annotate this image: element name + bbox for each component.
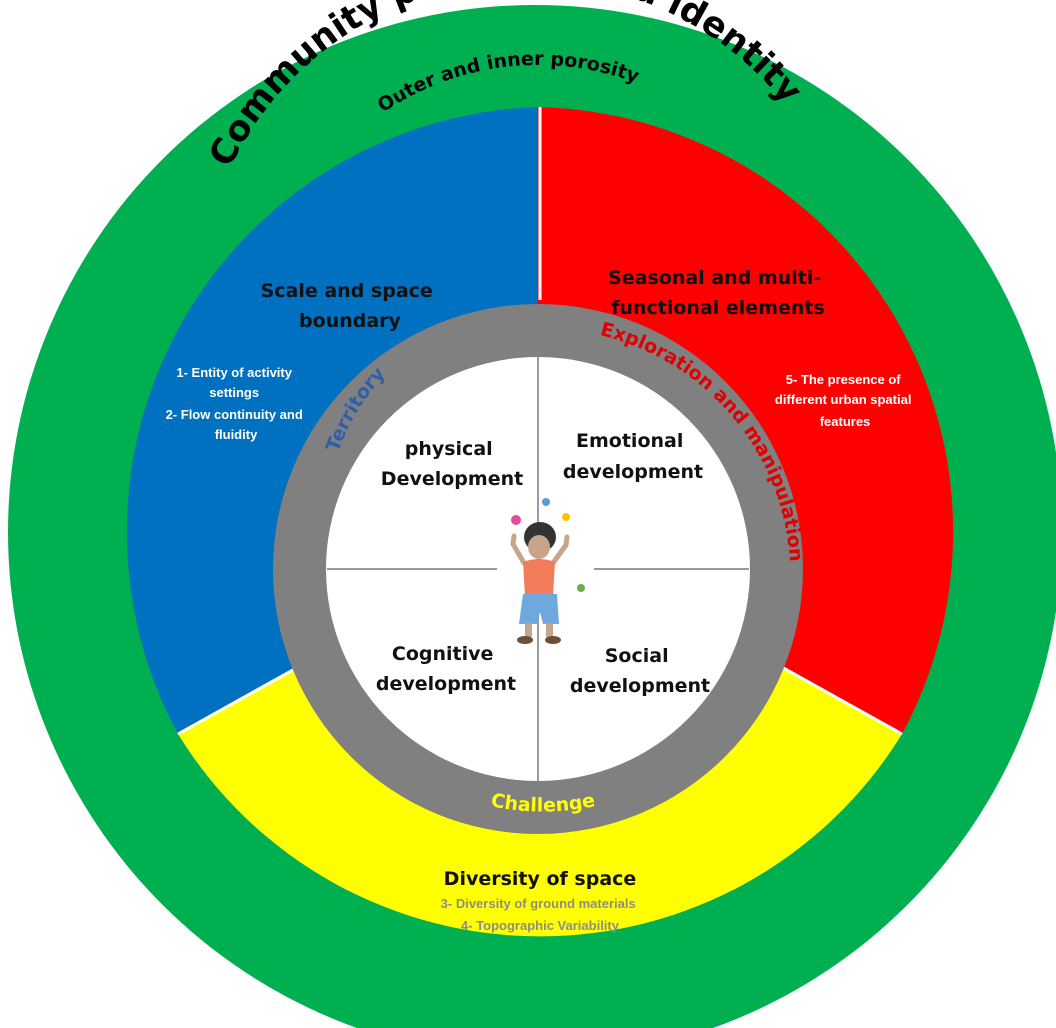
blue-sector-title: Scale and space boundary bbox=[261, 280, 440, 332]
sector-divider-right bbox=[779, 664, 903, 736]
sector-divider-left bbox=[177, 664, 301, 736]
quadrant-physical: physical Development bbox=[381, 438, 523, 490]
child-juggling-icon bbox=[510, 498, 585, 644]
quadrant-social: Social development bbox=[570, 645, 710, 697]
red-sector-items: 5- The presence of different urban spati… bbox=[775, 372, 915, 429]
red-sector-title: Seasonal and multi- functional elements bbox=[608, 267, 828, 319]
quadrant-cognitive: Cognitive development bbox=[376, 643, 516, 695]
quadrant-emotional: Emotional development bbox=[563, 430, 703, 483]
yellow-sector-title: Diversity of space bbox=[444, 868, 637, 890]
blue-sector-items: 1- Entity of activity settings 2- Flow c… bbox=[166, 365, 307, 442]
yellow-sector-items: 3- Diversity of ground materials 4- Topo… bbox=[441, 896, 640, 933]
